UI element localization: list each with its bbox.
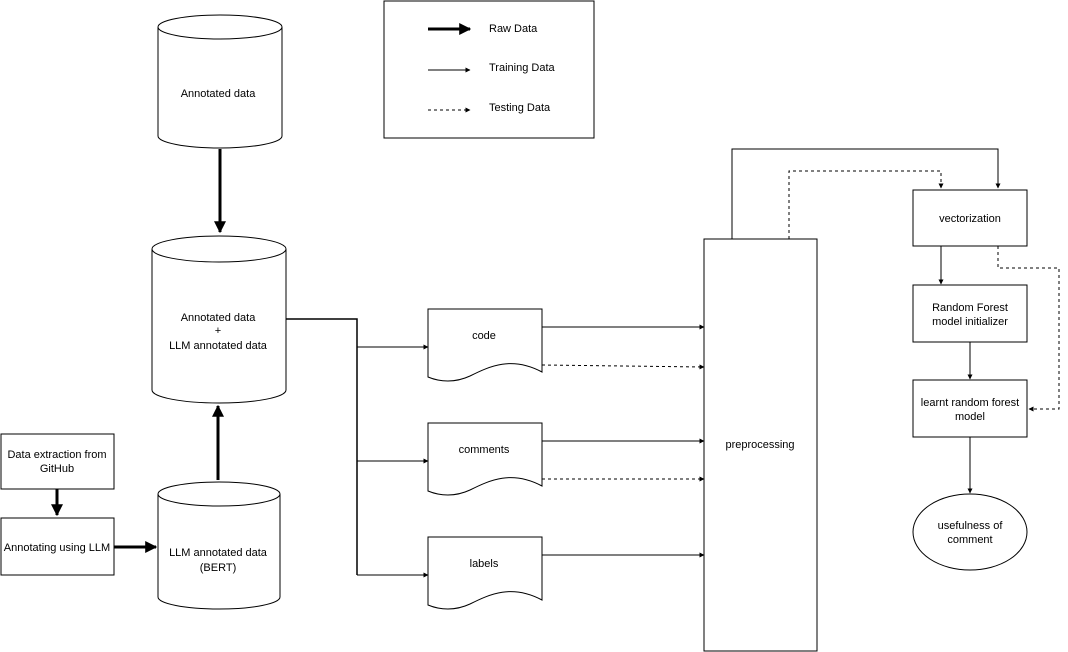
llm-annotated-data-label-line2: (BERT) [200,562,236,574]
data-extraction-box: Data extraction from GitHub [0,433,115,490]
legend-testing-label: Testing Data [489,102,551,114]
vectorization-testing-to-learnt [997,246,1060,412]
documents-to-preprocessing [541,324,705,558]
labels-label: labels [470,558,499,570]
usefulness-label-line2: comment [947,534,992,546]
annotating-llm-label: Annotating using LLM [4,542,110,554]
rf-initializer-label-line2: model initializer [932,316,1008,328]
vectorization-label: vectorization [939,213,1001,225]
preprocessing-to-vectorization [731,148,1001,239]
code-document: code [427,308,543,382]
rf-initializer-box: Random Forest model initializer [912,284,1028,343]
combined-data-label-line2: + [215,325,221,337]
legend-raw-label: Raw Data [489,23,538,35]
data-extraction-label-line2: GitHub [40,463,74,475]
combined-data-label-line1: Annotated data [181,312,257,324]
data-extraction-label-line1: Data extraction from [7,449,106,461]
rf-initializer-label-line1: Random Forest [932,302,1008,314]
code-label: code [472,330,496,342]
combined-data-label-line3: LLM annotated data [169,340,268,352]
learnt-rf-model-label-line1: learnt random forest [921,397,1019,409]
preprocessing-box: preprocessing [703,238,818,652]
labels-document: labels [427,536,543,610]
llm-annotated-data-label-line1: LLM annotated data [169,547,268,559]
usefulness-ellipse: usefulness of comment [912,493,1028,571]
learnt-rf-model-box: learnt random forest model [912,379,1028,438]
vectorization-box: vectorization [912,189,1028,247]
raw-data-connectors [51,149,226,553]
preprocessing-training-path [731,148,1001,239]
comments-label: comments [459,444,510,456]
comments-document: comments [427,422,543,496]
legend: Raw Data Training Data Testing Data [383,0,595,139]
code-testing-arrow [541,364,705,370]
preprocessing-testing-path [788,170,944,239]
annotated-data-label: Annotated data [181,88,257,100]
usefulness-label-line1: usefulness of [938,520,1004,532]
model-chain-connectors [938,246,1060,494]
legend-training-label: Training Data [489,62,556,74]
split-connectors [286,318,429,578]
preprocessing-label: preprocessing [725,439,794,451]
learnt-rf-model-label-line2: model [955,411,985,423]
combined-data-cylinder: Annotated data + LLM annotated data [151,235,287,404]
annotating-llm-box: Annotating using LLM [0,517,115,576]
llm-annotated-data-cylinder: LLM annotated data (BERT) [157,481,281,610]
annotated-data-cylinder: Annotated data [157,14,283,149]
